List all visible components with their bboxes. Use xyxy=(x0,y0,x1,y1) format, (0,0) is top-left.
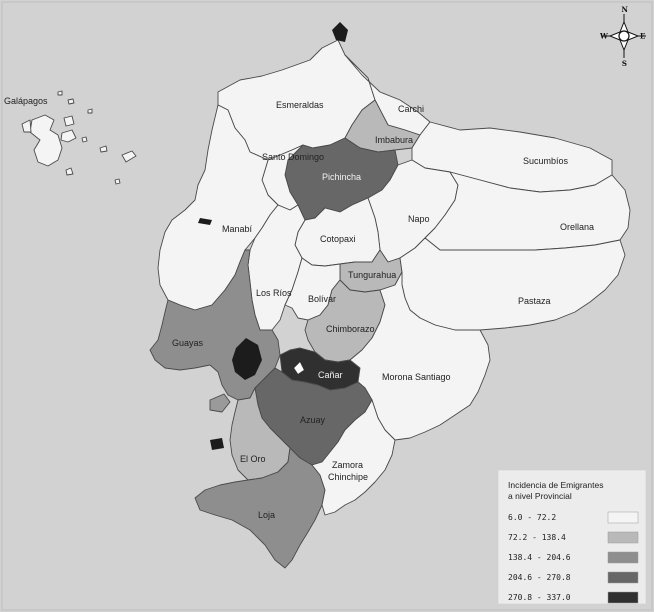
label-orellana: Orellana xyxy=(560,222,594,232)
label-napo: Napo xyxy=(408,214,430,224)
galapagos-fernandina xyxy=(21,119,32,133)
label-sucumbios: Sucumbíos xyxy=(523,156,569,166)
province-galapagos[interactable] xyxy=(21,90,137,185)
legend-range-1: 6.0 - 72.2 xyxy=(508,513,556,522)
label-galapagos: Galápagos xyxy=(4,96,48,106)
province-labels: Galápagos Esmeraldas Carchi Imbabura Suc… xyxy=(4,96,594,520)
label-morona: Morona Santiago xyxy=(382,372,451,382)
galapagos-marchena xyxy=(67,98,75,105)
legend-range-2: 72.2 - 138.4 xyxy=(508,533,566,542)
province-zamora-chinchipe[interactable] xyxy=(311,399,396,516)
province-loja[interactable] xyxy=(194,447,326,569)
legend-swatch-2 xyxy=(607,531,639,544)
label-el-oro: El Oro xyxy=(240,454,266,464)
label-carchi: Carchi xyxy=(398,104,424,114)
label-loja: Loja xyxy=(258,510,275,520)
legend-range-5: 270.8 - 337.0 xyxy=(508,593,571,602)
legend-swatch-4 xyxy=(607,571,639,584)
galapagos-islet xyxy=(114,178,121,185)
label-guayas: Guayas xyxy=(172,338,204,348)
legend-swatch-5 xyxy=(607,591,639,604)
galapagos-isabela xyxy=(29,114,63,167)
coastal-detail xyxy=(198,22,348,450)
label-imbabura: Imbabura xyxy=(375,135,413,145)
puna-island xyxy=(209,393,231,413)
label-cotopaxi: Cotopaxi xyxy=(320,234,356,244)
galapagos-floreana xyxy=(65,167,74,176)
label-pichincha: Pichincha xyxy=(322,172,361,182)
galapagos-santiago xyxy=(63,115,75,127)
label-bolivar: Bolívar xyxy=(308,294,336,304)
galapagos-san-cristobal xyxy=(121,150,137,163)
galapagos-genovesa xyxy=(87,108,93,114)
lake xyxy=(293,361,305,375)
compass-rose: N S E W xyxy=(599,5,646,68)
label-canar: Cañar xyxy=(318,370,343,380)
compass-n: N xyxy=(622,5,629,14)
label-manabi: Manabí xyxy=(222,224,253,234)
label-azuay: Azuay xyxy=(300,415,326,425)
legend-swatch-3 xyxy=(607,551,639,564)
galapagos-espanola xyxy=(99,145,108,153)
galapagos-pinta xyxy=(57,90,63,96)
compass-e: E xyxy=(640,32,645,41)
label-chimborazo: Chimborazo xyxy=(326,324,375,334)
galapagos-santa-fe xyxy=(81,136,88,143)
label-pastaza: Pastaza xyxy=(518,296,551,306)
province-imbabura[interactable] xyxy=(344,99,421,153)
legend-range-3: 138.4 - 204.6 xyxy=(508,553,571,562)
label-esmeraldas: Esmeraldas xyxy=(276,100,324,110)
legend-title-1: Incidencia de Emigrantes xyxy=(508,480,603,490)
province-morona-santiago[interactable] xyxy=(349,271,491,441)
legend-range-4: 204.6 - 270.8 xyxy=(508,573,571,582)
label-tungurahua: Tungurahua xyxy=(348,270,396,280)
label-zamora-1: Zamora xyxy=(332,460,363,470)
compass-s: S xyxy=(622,59,627,68)
label-santo-domingo: Santo Domingo xyxy=(262,152,324,162)
label-los-rios: Los Ríos xyxy=(256,288,292,298)
compass-w: W xyxy=(599,32,608,41)
legend-swatch-1 xyxy=(607,511,639,524)
galapagos-santa-cruz xyxy=(60,129,77,143)
legend-title-2: a nivel Provincial xyxy=(508,491,572,501)
label-zamora-2: Chinchipe xyxy=(328,472,368,482)
legend: Incidencia de Emigrantes a nivel Provinc… xyxy=(497,469,647,605)
